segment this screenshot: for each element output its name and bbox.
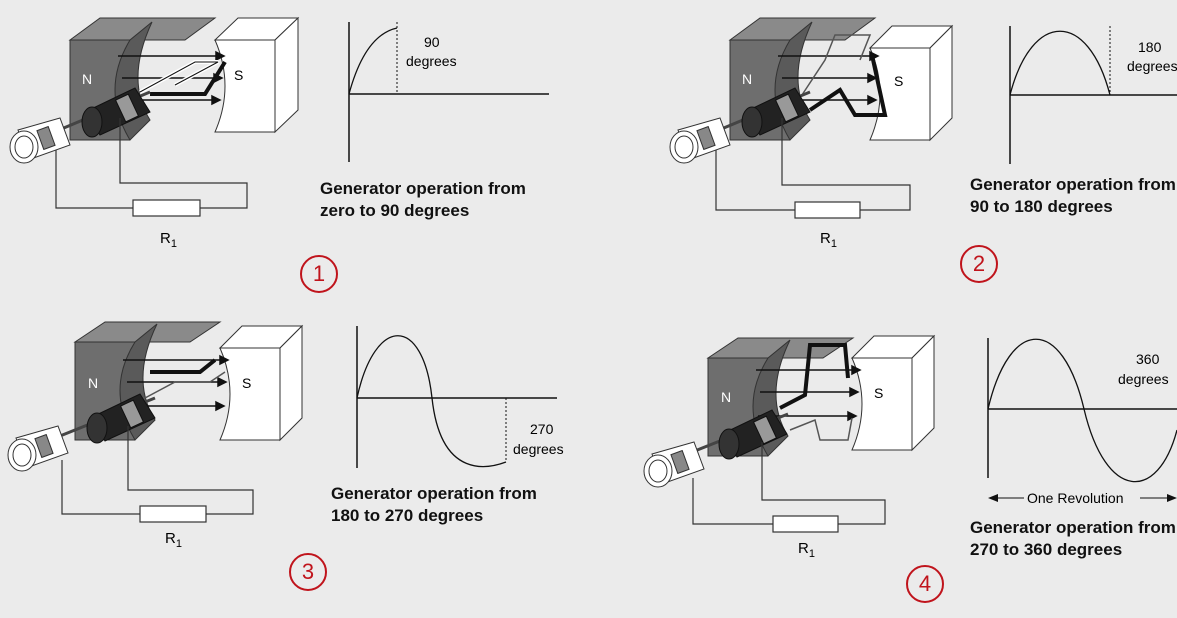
generator-diagram-4: N S R1 360 degrees	[643, 334, 1177, 560]
external-circuit	[692, 442, 886, 533]
sine-wave	[356, 335, 507, 468]
resistor-label: R1	[798, 540, 815, 560]
graph-unit-label: degrees	[1127, 58, 1177, 74]
south-label: S	[234, 67, 243, 83]
brush	[669, 117, 731, 164]
resistor-label: R1	[165, 530, 182, 550]
south-label: S	[874, 385, 883, 401]
north-label: N	[721, 389, 731, 405]
sine-wave	[987, 338, 1177, 483]
graph-angle-label: 270	[530, 421, 554, 437]
graph-angle-label: 180	[1138, 39, 1162, 55]
armature-loop	[139, 60, 219, 94]
graph-unit-label: degrees	[406, 53, 457, 69]
step-badge-4: 4	[906, 565, 944, 603]
armature-loop	[779, 343, 850, 410]
waveform-graph: 270 degrees	[356, 326, 564, 468]
external-circuit	[55, 118, 248, 217]
waveform-graph: 90 degrees	[348, 22, 549, 162]
revolution-indicator: One Revolution	[988, 490, 1177, 506]
south-magnet: S	[850, 334, 936, 452]
shaft-and-slip-rings	[34, 87, 151, 142]
south-label: S	[242, 375, 251, 391]
resistor-label: R1	[160, 230, 177, 250]
waveform-graph: 180 degrees	[1009, 26, 1177, 164]
brush	[9, 117, 71, 164]
step-badge-3: 3	[289, 553, 327, 591]
graph-angle-label: 90	[424, 34, 440, 50]
graph-unit-label: degrees	[513, 441, 564, 457]
shaft-and-slip-rings	[694, 87, 811, 142]
south-magnet: S	[213, 16, 300, 134]
north-label: N	[88, 375, 98, 391]
external-circuit	[61, 426, 254, 523]
resistor-label: R1	[820, 230, 837, 250]
graph-angle-label: 360	[1136, 351, 1160, 367]
north-label: N	[742, 71, 752, 87]
generator-diagram-3: N S R1 270 degrees	[7, 321, 564, 550]
revolution-label: One Revolution	[1027, 490, 1124, 506]
sine-wave	[348, 27, 398, 95]
step-badge-1: 1	[300, 255, 338, 293]
graph-unit-label: degrees	[1118, 371, 1169, 387]
armature-loop	[799, 34, 872, 99]
brush	[643, 441, 705, 488]
south-magnet: S	[218, 324, 304, 442]
brush	[7, 425, 69, 472]
north-label: N	[82, 71, 92, 87]
generator-diagram-1: N S R1 90 degre	[9, 16, 549, 250]
shaft-and-slip-rings	[29, 393, 156, 450]
south-label: S	[894, 73, 903, 89]
armature-loop	[150, 358, 217, 374]
waveform-graph: 360 degrees One Revolution	[987, 338, 1177, 506]
step-badge-2: 2	[960, 245, 998, 283]
sine-wave	[1009, 30, 1111, 96]
generator-diagram-2: N S R1 180 degrees	[669, 17, 1177, 250]
south-magnet: S	[868, 24, 954, 142]
external-circuit	[715, 118, 911, 219]
